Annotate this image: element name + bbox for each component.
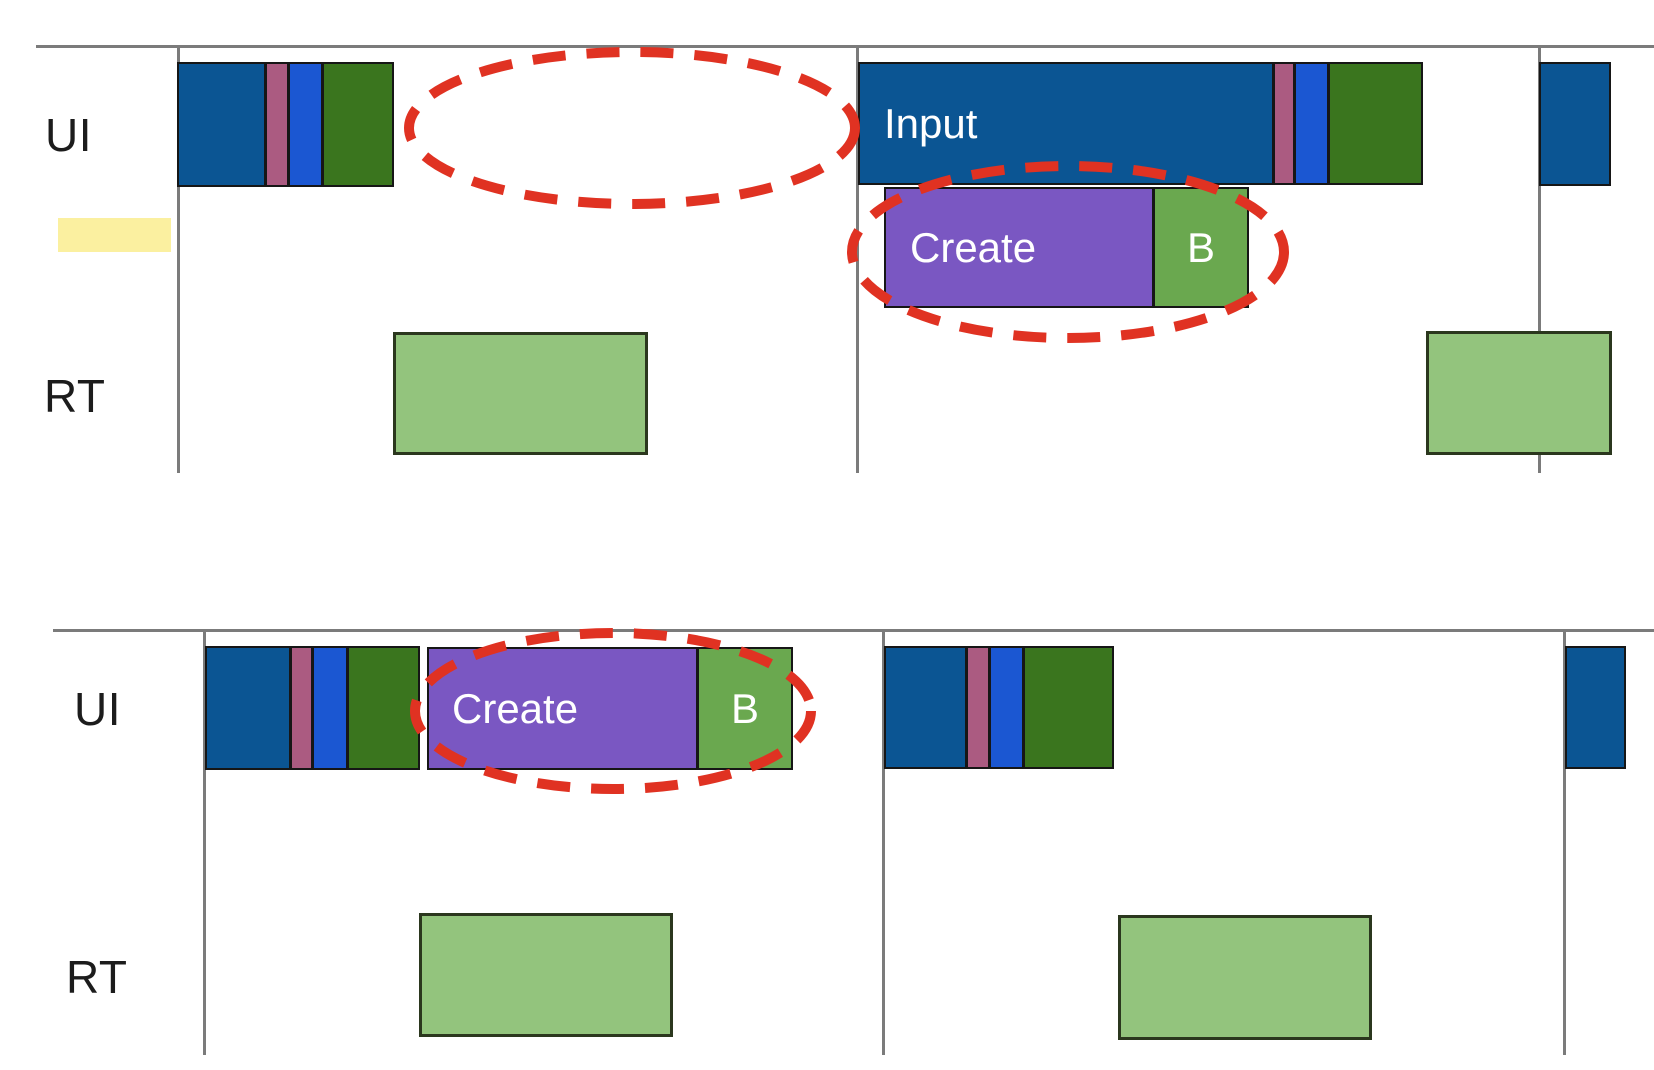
top-vsync-line-3 <box>1538 45 1541 473</box>
bottom-vsync-line-1 <box>203 629 206 1055</box>
ui-bar-segment-dark-green <box>347 646 420 770</box>
ui-bar-segment-dark-green <box>1328 62 1423 185</box>
bottom-rt-work-block-2 <box>1118 915 1372 1040</box>
empty-frame-highlight-ellipse <box>404 47 860 209</box>
top-create-bar: Create B <box>884 187 1249 308</box>
top-baseline <box>36 45 1654 48</box>
top-vsync-line-1 <box>177 45 180 473</box>
ui-bar-segment-blue <box>989 646 1024 769</box>
ui-bar-segment-dark-blue <box>205 646 291 770</box>
bottom-vsync-line-2 <box>882 629 885 1055</box>
top-rt-work-block-2 <box>1426 331 1612 455</box>
create-block-label: Create <box>452 684 579 732</box>
ui-bar-segment-pink <box>966 646 990 769</box>
ui-bar-segment-pink <box>265 62 289 187</box>
top-next-frame-ui-block <box>1539 62 1611 186</box>
input-block-label: Input <box>884 99 978 147</box>
ui-bar-segment-dark-green <box>1023 646 1114 769</box>
b-block-label: B <box>1186 223 1215 271</box>
bottom-create-bar: Create B <box>427 647 793 770</box>
bottom-rt-row-label: RT <box>66 951 128 1003</box>
bottom-ui-work-bar-1 <box>205 646 420 770</box>
bottom-next-frame-ui-block <box>1565 646 1626 769</box>
b-block: B <box>697 647 793 770</box>
ui-bar-segment-pink <box>1273 62 1295 185</box>
create-block-label: Create <box>910 223 1037 271</box>
ui-bar-segment-dark-blue <box>884 646 967 769</box>
ui-bar-segment-blue <box>1294 62 1329 185</box>
ui-bar-segment-blue <box>288 62 323 187</box>
top-rt-work-block-1 <box>393 332 648 455</box>
input-block: Input <box>858 62 1274 185</box>
bottom-rt-work-block-1 <box>419 913 673 1037</box>
bottom-ui-row-label: UI <box>74 683 121 735</box>
top-ui-row-label: UI <box>45 109 92 161</box>
ui-bar-segment-dark-green <box>322 62 394 187</box>
b-block-label: B <box>730 684 759 732</box>
ui-bar-segment-blue <box>312 646 348 770</box>
b-block: B <box>1153 187 1249 308</box>
create-block: Create <box>884 187 1154 308</box>
top-ui-work-bar-2: Input <box>858 62 1423 185</box>
bottom-ui-work-bar-2 <box>884 646 1114 769</box>
ui-bar-segment-dark-blue <box>177 62 266 187</box>
yellow-highlight-swatch <box>58 218 171 252</box>
top-rt-row-label: RT <box>44 370 106 422</box>
create-block: Create <box>427 647 698 770</box>
ui-bar-segment-pink <box>290 646 313 770</box>
top-ui-work-bar-1 <box>177 62 394 187</box>
bottom-baseline <box>53 629 1654 632</box>
bottom-vsync-line-3 <box>1563 629 1566 1055</box>
